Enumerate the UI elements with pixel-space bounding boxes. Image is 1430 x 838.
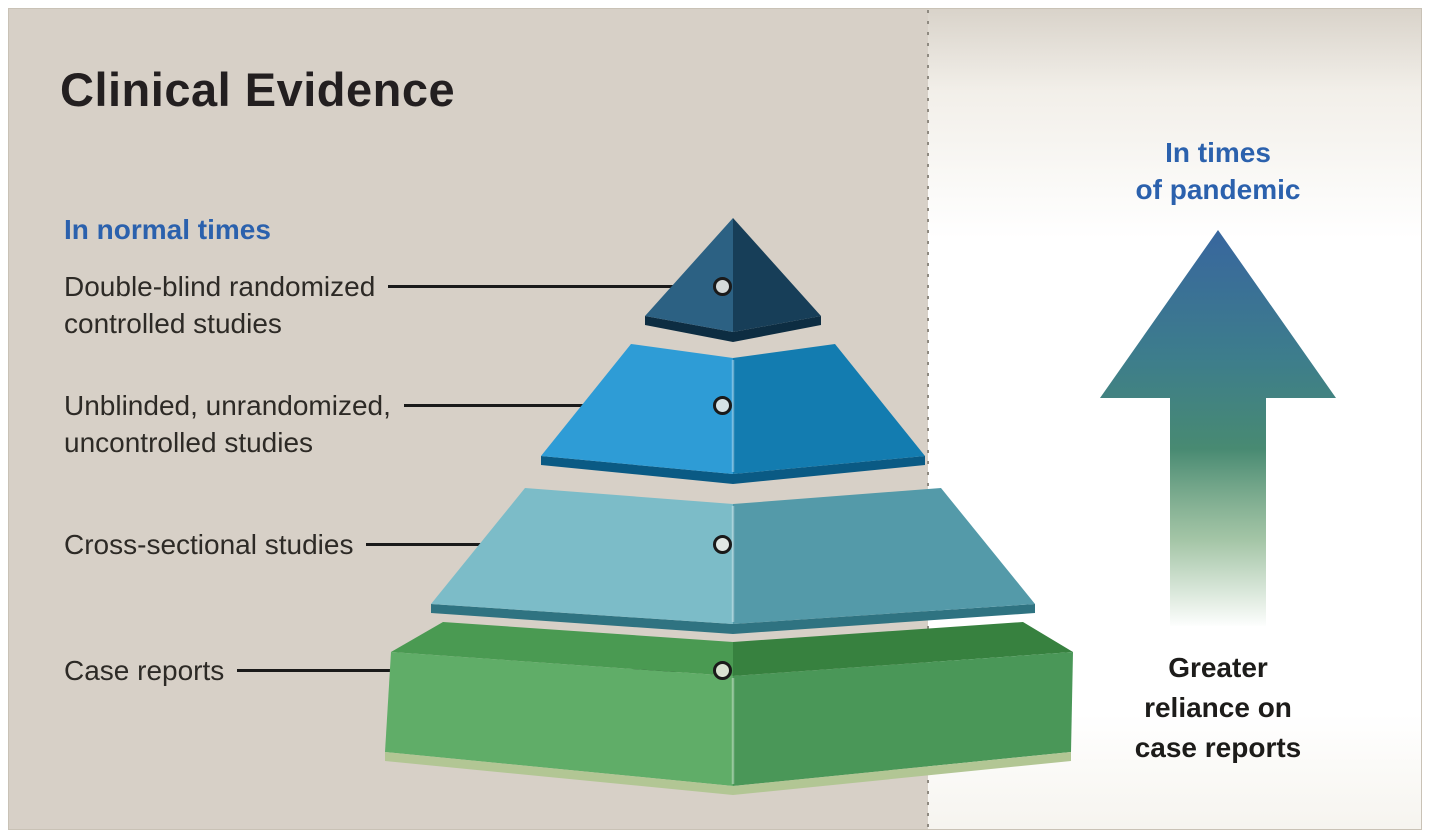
connector-dot-4 (713, 661, 732, 680)
right-caption-case-reports: Greater reliance on case reports (1078, 648, 1358, 768)
connector-dot-2 (713, 396, 732, 415)
level-1-left-face (645, 218, 733, 332)
level-4-label: Case reports (64, 652, 224, 689)
level-3-edge (431, 604, 1035, 634)
level-2-left-face (541, 344, 733, 474)
level-4-top-left (391, 622, 733, 676)
level-label-row-1: Double-blind randomized controlled studi… (64, 268, 715, 342)
level-4-right-face (733, 652, 1073, 786)
connector-dot-1 (713, 277, 732, 296)
pyramid-level-unblinded (541, 344, 925, 484)
level-4-label-line1: Case reports (64, 655, 225, 686)
pyramid-level-case-reports (385, 622, 1073, 795)
level-1-label-line1: Double-blind randomized (64, 271, 376, 302)
level-2-right-face (733, 344, 925, 474)
level-4-top-right (733, 622, 1073, 676)
level-1-label: Double-blind randomized controlled studi… (64, 268, 375, 342)
right-heading-line2: of pandemic (1135, 174, 1301, 205)
level-3-label-line1: Cross-sectional studies (64, 529, 354, 560)
level-1-right-face (733, 218, 821, 332)
level-1-edge (645, 316, 821, 342)
level-2-label-line2: uncontrolled studies (64, 427, 314, 458)
level-1-label-line2: controlled studies (64, 308, 282, 339)
right-caption-line2: reliance on (1144, 692, 1292, 723)
level-2-label-line1: Unblinded, unrandomized, (64, 390, 391, 421)
left-heading-normal-times: In normal times (64, 214, 271, 245)
evidence-pyramid (385, 218, 1073, 795)
level-2-label: Unblinded, unrandomized, uncontrolled st… (64, 387, 391, 461)
connector-line-1 (388, 285, 715, 288)
level-4-base-rim (385, 752, 1071, 795)
right-caption-line3: case reports (1134, 732, 1302, 763)
pyramid-level-double-blind (645, 218, 821, 342)
level-3-right-face (733, 488, 1035, 624)
level-3-label: Cross-sectional studies (64, 526, 353, 563)
level-4-left-face (385, 652, 733, 786)
up-arrow-shape (1100, 230, 1336, 626)
connector-dot-3 (713, 535, 732, 554)
right-caption-line1: Greater (1168, 652, 1268, 683)
level-2-edge (541, 456, 925, 484)
connector-line-2 (403, 404, 715, 407)
up-arrow (1100, 230, 1336, 626)
level-3-left-face (431, 488, 733, 624)
right-heading-pandemic: In times of pandemic (1078, 134, 1358, 208)
right-heading-line1: In times (1165, 137, 1271, 168)
page-title: Clinical Evidence (60, 63, 456, 116)
pyramid-level-cross-sectional (431, 488, 1035, 634)
level-label-row-2: Unblinded, unrandomized, uncontrolled st… (64, 387, 715, 461)
